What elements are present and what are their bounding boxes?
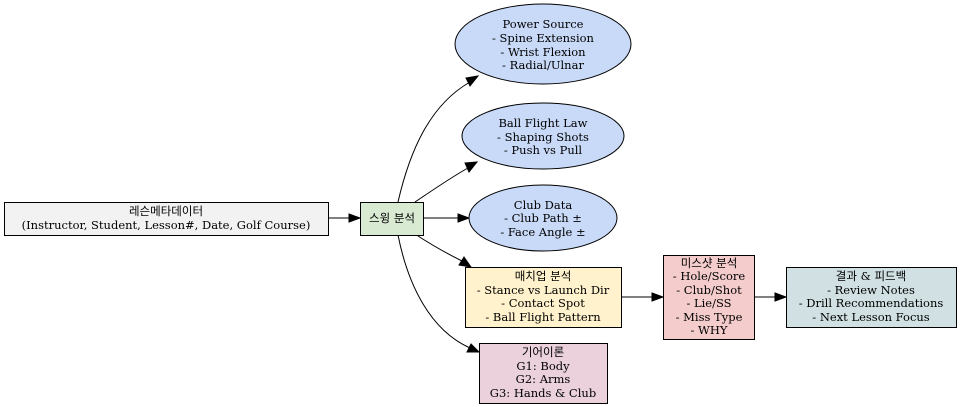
node-swing-analysis[interactable]: 스윙 분석 xyxy=(360,202,424,236)
node-gear-theory[interactable]: 기어이론 G1: Body G2: Arms G3: Hands & Club xyxy=(479,343,608,404)
node-miss-shot-analysis-line-0: 미스샷 분석 xyxy=(681,256,738,270)
node-lesson-metadata-line-0: 레슨메타데이터 xyxy=(129,204,203,218)
edge-swing-power xyxy=(397,81,471,203)
edge-swing-ballflight xyxy=(414,167,469,203)
node-club-data-line-0: Club Data xyxy=(514,198,573,212)
node-club-data-line-2: - Face Angle ± xyxy=(500,225,585,239)
node-power-source-line-0: Power Source xyxy=(503,17,584,31)
edge-swing-matchup xyxy=(414,233,463,262)
node-ball-flight-law-line-0: Ball Flight Law xyxy=(498,116,587,130)
node-ball-flight-law-ellipse xyxy=(461,102,625,170)
node-lesson-metadata-line-1: (Instructor, Student, Lesson#, Date, Gol… xyxy=(22,218,311,232)
node-gear-theory-line-2: G2: Arms xyxy=(516,372,571,386)
node-matchup-analysis-line-2: - Contact Spot xyxy=(501,296,585,310)
node-lesson-metadata-box xyxy=(4,202,329,236)
node-club-data-ellipse xyxy=(468,184,618,252)
node-swing-analysis-box xyxy=(360,202,424,236)
node-lesson-metadata[interactable]: 레슨메타데이터 (Instructor, Student, Lesson#, D… xyxy=(4,202,329,236)
node-result-feedback-line-3: - Next Lesson Focus xyxy=(812,310,930,324)
node-result-feedback-line-0: 결과 & 피드백 xyxy=(836,269,906,283)
node-power-source-line-2: - Wrist Flexion xyxy=(500,45,586,59)
arrowhead-metadata-swing xyxy=(348,213,362,223)
node-power-source-ellipse xyxy=(454,3,632,85)
arrowhead-matchup-missshot xyxy=(651,292,665,302)
node-ball-flight-law-line-2: - Push vs Pull xyxy=(504,143,583,157)
node-power-source-line-1: - Spine Extension xyxy=(492,31,595,45)
node-club-data-line-1: - Club Path ± xyxy=(504,211,582,225)
node-matchup-analysis-line-3: - Ball Flight Pattern xyxy=(485,310,601,324)
arrowhead-swing-clubdata xyxy=(457,213,471,223)
node-miss-shot-analysis-box xyxy=(663,255,755,340)
arrowhead-swing-power xyxy=(465,75,480,87)
node-swing-analysis-line-0: 스윙 분석 xyxy=(369,211,415,225)
node-miss-shot-analysis-line-5: - WHY xyxy=(691,323,728,337)
node-gear-theory-line-0: 기어이론 xyxy=(522,345,564,359)
node-gear-theory-line-1: G1: Body xyxy=(516,359,570,373)
arrowhead-swing-matchup xyxy=(458,256,473,268)
node-power-source-line-3: - Radial/Ulnar xyxy=(502,58,584,72)
node-gear-theory-line-3: G3: Hands & Club xyxy=(490,386,596,400)
node-matchup-analysis-line-1: - Stance vs Launch Dir xyxy=(477,283,610,297)
arrowhead-swing-ballflight xyxy=(464,161,479,173)
node-miss-shot-analysis-line-2: - Club/Shot xyxy=(676,283,742,297)
node-result-feedback-box xyxy=(786,267,957,328)
node-result-feedback-line-2: - Drill Recommendations xyxy=(799,296,944,310)
arrowhead-swing-gear xyxy=(466,343,481,353)
node-ball-flight-law[interactable]: Ball Flight Law - Shaping Shots - Push v… xyxy=(461,102,625,170)
node-miss-shot-analysis-line-1: - Hole/Score xyxy=(673,269,746,283)
arrowhead-missshot-result xyxy=(774,292,788,302)
node-miss-shot-analysis-line-3: - Lie/SS xyxy=(686,296,731,310)
node-result-feedback-line-1: - Review Notes xyxy=(827,283,915,297)
node-result-feedback[interactable]: 결과 & 피드백 - Review Notes - Drill Recommen… xyxy=(786,267,957,328)
edge-swing-gear xyxy=(397,234,471,349)
node-gear-theory-box xyxy=(479,343,608,404)
node-miss-shot-analysis[interactable]: 미스샷 분석 - Hole/Score - Club/Shot - Lie/SS… xyxy=(663,255,755,340)
edges xyxy=(329,75,788,353)
node-ball-flight-law-line-1: - Shaping Shots xyxy=(497,130,589,144)
node-power-source[interactable]: Power Source - Spine Extension - Wrist F… xyxy=(454,3,632,85)
node-miss-shot-analysis-line-4: - Miss Type xyxy=(676,310,743,324)
node-club-data[interactable]: Club Data - Club Path ± - Face Angle ± xyxy=(468,184,618,252)
node-matchup-analysis-line-0: 매치업 분석 xyxy=(515,269,572,283)
node-matchup-analysis-box xyxy=(465,267,622,328)
node-matchup-analysis[interactable]: 매치업 분석 - Stance vs Launch Dir - Contact … xyxy=(465,267,622,328)
